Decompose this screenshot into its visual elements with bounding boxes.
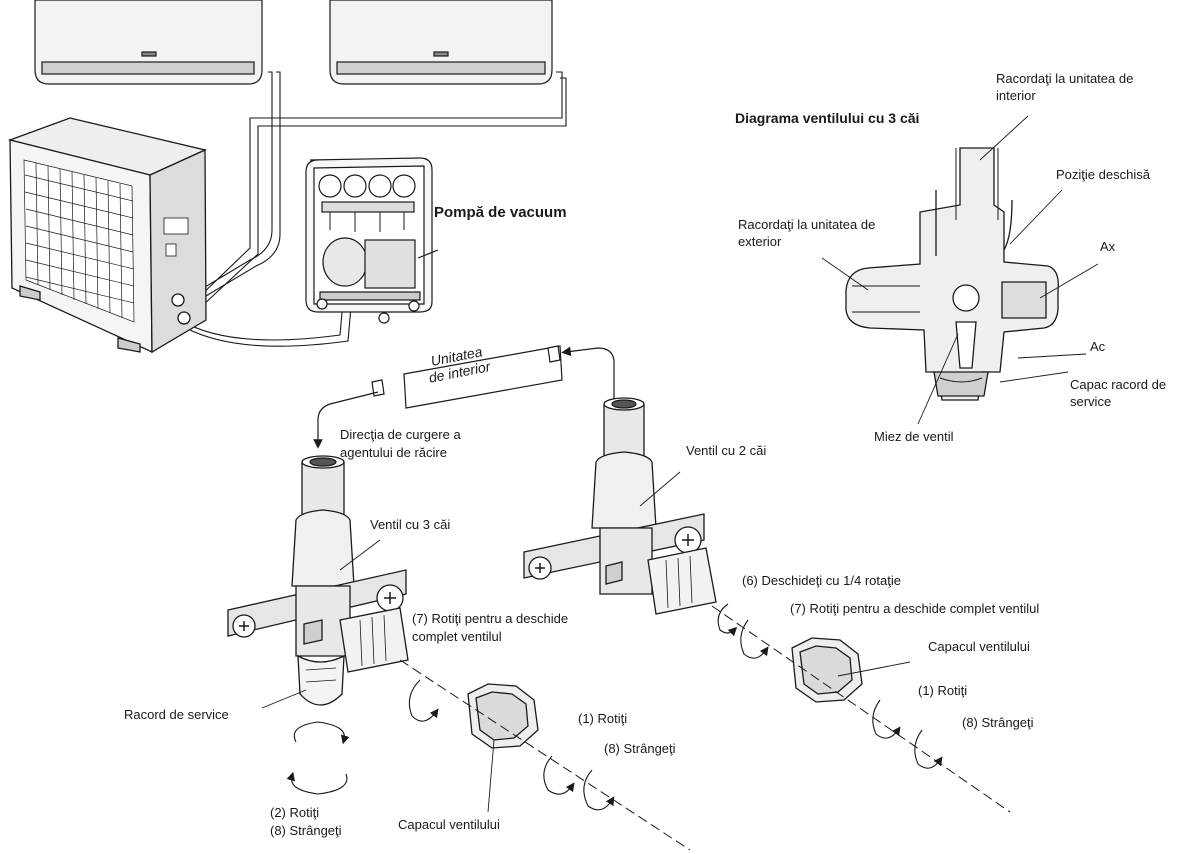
open-position-label: Poziţie deschisă: [1056, 167, 1150, 182]
flow-direction-line2: agentului de răcire: [340, 445, 447, 460]
service-port-label: Racord de service: [124, 707, 229, 722]
three-way-valve-section: [845, 147, 1059, 401]
valve-cap-right: [791, 637, 863, 703]
two-way-valve-label: Ventil cu 2 căi: [686, 443, 767, 458]
needle-label: Ac: [1090, 339, 1106, 354]
valve-cap-bottom-label: Capacul ventilului: [398, 817, 500, 832]
diagram-title: Diagrama ventilului cu 3 căi: [735, 110, 920, 126]
connect-indoor-label: Racordaţi la unitatea de interior: [996, 71, 1134, 103]
rotate-open-left-line2: complet ventilul: [412, 629, 502, 644]
indoor-unit-box: [313, 345, 615, 449]
vacuum-pump: [305, 157, 439, 324]
tighten-bottom-label: (8) Strângeţi: [270, 823, 342, 838]
outdoor-unit: [7, 117, 207, 354]
tighten-mid-label: (8) Strângeţi: [604, 741, 676, 756]
rotate-right-label: (1) Rotiţi: [918, 683, 968, 698]
flow-direction-line1: Direcţia de curgere a: [340, 427, 461, 442]
service-cap-label: Capac racord de service: [1070, 377, 1167, 409]
lower-leader-lines: [261, 471, 911, 813]
indoor-unit-right: [329, 0, 553, 85]
axis-lines: [399, 605, 1011, 851]
two-way-valve: [523, 397, 717, 615]
valve-cap-right-label: Capacul ventilului: [928, 639, 1030, 654]
rotation-arrows: [286, 603, 943, 811]
three-way-valve: [227, 455, 409, 706]
rotate-mid-label: (1) Rotiţi: [578, 711, 628, 726]
connect-outdoor-label: Racordaţi la unitatea de exterior: [738, 217, 876, 249]
valve-core-label: Miez de ventil: [874, 429, 954, 444]
shaft-label: Ax: [1100, 239, 1116, 254]
rotate-open-left-line1: (7) Rotiţi pentru a deschide: [412, 611, 569, 626]
pump-label: Pompă de vacuum: [434, 204, 567, 221]
rotate-open-right-label: (7) Rotiţi pentru a deschide complet ven…: [790, 601, 1040, 616]
section-leader-lines: [821, 115, 1099, 425]
indoor-unit-left: [34, 0, 263, 85]
tighten-right-label: (8) Strângeţi: [962, 715, 1034, 730]
valve-cap-bottom: [467, 683, 539, 749]
open-quarter-label: (6) Deschideţi cu 1/4 rotaţie: [742, 573, 901, 588]
refrigerant-pipes: [179, 71, 567, 347]
three-way-valve-label: Ventil cu 3 căi: [370, 517, 451, 532]
rotate-bottom-label: (2) Rotiţi: [270, 805, 320, 820]
